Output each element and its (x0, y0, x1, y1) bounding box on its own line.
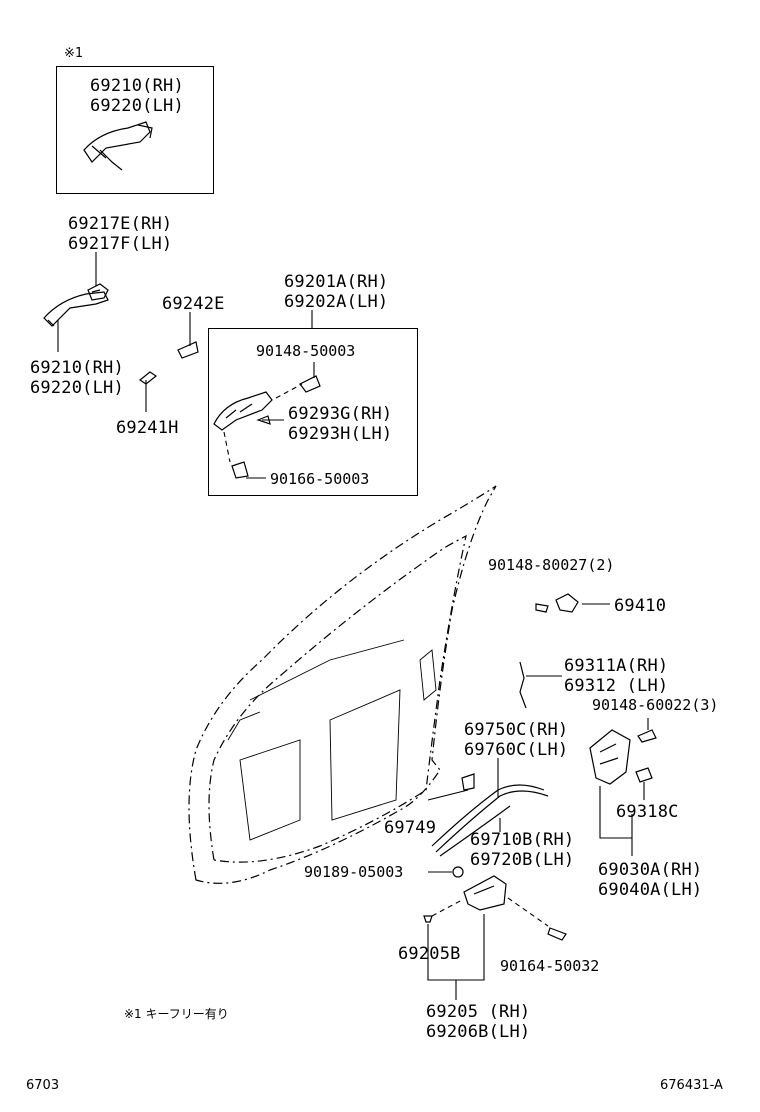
frame-drawing (213, 375, 321, 479)
label-bolt-b: 90166-50003 (270, 470, 370, 488)
label-handle-lh: 69220(LH) (30, 378, 124, 398)
label-clip-05003: 90189-05003 (304, 863, 404, 881)
rod-drawing (519, 661, 527, 709)
note-marker: ※1 (64, 46, 83, 61)
label-lock-rh: 69030A(RH) (598, 860, 703, 880)
label-lock-lh: 69040A(LH) (598, 880, 703, 900)
outside-handle-drawing (43, 291, 109, 327)
label-cover-e: 69242E (162, 294, 225, 314)
label-handle-rh: 69210(RH) (30, 358, 124, 378)
label-spring-rh: 69293G(RH) (288, 404, 393, 424)
keyfree-handle-box (56, 66, 214, 194)
label-cover-h: 69241H (116, 418, 179, 438)
label-clip: 69749 (384, 818, 437, 838)
screw-50032-drawing (547, 927, 567, 941)
label-frame-lh: 69202A(LH) (284, 292, 389, 312)
frame-assy-box (208, 328, 418, 496)
label-bolt-a: 90148-50003 (256, 342, 356, 360)
cover-e-drawing (177, 341, 199, 359)
label-spring-lh: 69293H(LH) (288, 424, 393, 444)
label-cable-b-rh: 69710B(RH) (470, 830, 575, 850)
label-rod-lh: 69312 (LH) (564, 676, 669, 696)
label-frame-rh: 69201A(RH) (284, 272, 389, 292)
door-panel-drawing (188, 485, 497, 884)
label-inside-handle-lh: 69206B(LH) (426, 1022, 531, 1042)
striker-drawing (535, 593, 579, 613)
label-pad-rh: 69217E(RH) (68, 214, 173, 234)
cover-h-drawing (138, 371, 158, 385)
screw-69205b-drawing (423, 915, 433, 923)
outside-handle-keyfree-drawing (83, 121, 153, 171)
label-screw-50032: 90164-50032 (500, 957, 600, 975)
label-screw-80027: 90148-80027(2) (488, 556, 615, 574)
label-screw-60022: 90148-60022(3) (592, 696, 719, 714)
label-inside-handle-rh: 69205 (RH) (426, 1002, 531, 1022)
label-striker: 69410 (614, 596, 667, 616)
label-cable-b-lh: 69720B(LH) (470, 850, 575, 870)
page-code: 6703 (26, 1078, 60, 1093)
label-pad-lh: 69217F(LH) (68, 234, 173, 254)
lock-assy-drawing (589, 729, 657, 785)
label-handle-kf-lh: 69220(LH) (90, 96, 184, 116)
label-cable-c-lh: 69760C(LH) (464, 740, 569, 760)
label-handle-kf-rh: 69210(RH) (90, 76, 184, 96)
inside-handle-drawing (463, 875, 507, 911)
label-bezel: 69205B (398, 944, 461, 964)
clip-05003-drawing (452, 866, 464, 878)
figure-code: 676431-A (660, 1078, 723, 1093)
label-cable-c-rh: 69750C(RH) (464, 720, 569, 740)
label-cover-c: 69318C (616, 802, 679, 822)
handle-pad-drawing (87, 283, 109, 301)
clip-drawing (461, 773, 475, 791)
footnote: ※1 キーフリー有り (124, 1007, 229, 1021)
label-rod-rh: 69311A(RH) (564, 656, 669, 676)
